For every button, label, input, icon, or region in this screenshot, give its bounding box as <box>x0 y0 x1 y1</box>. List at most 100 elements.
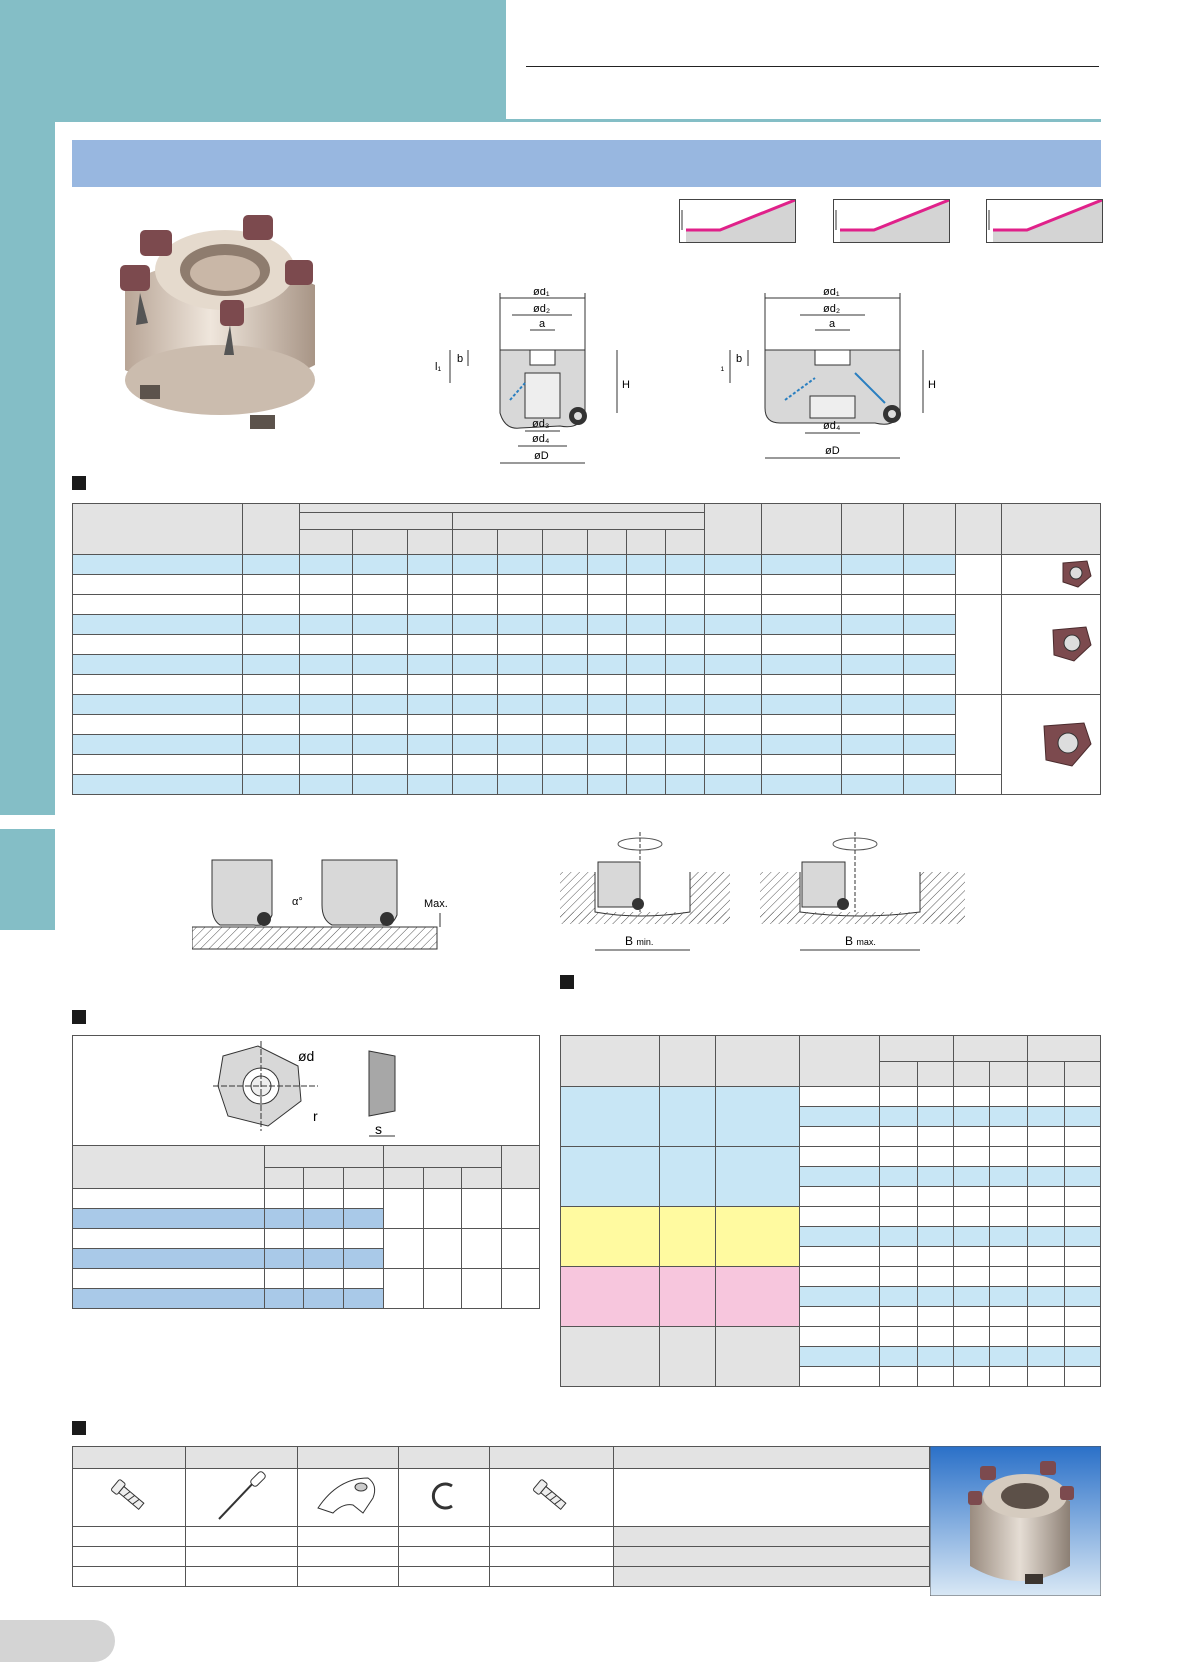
label-d2: ød₂ <box>823 303 840 315</box>
header-cell <box>422 1166 463 1189</box>
table-row <box>560 1086 1102 1147</box>
header-cell <box>184 1446 298 1469</box>
header-cell <box>303 1166 345 1189</box>
screw-icon <box>533 1479 567 1511</box>
label-l1: l₁ <box>720 361 724 373</box>
cut-profile-icon <box>833 199 950 243</box>
header-cell <box>612 1446 930 1469</box>
table-row <box>72 554 1102 595</box>
label-d1: ød₁ <box>823 288 840 298</box>
insert-icon <box>1043 722 1092 767</box>
header-cell <box>704 503 763 555</box>
header-cell <box>658 1035 716 1087</box>
cut-profile-icon <box>986 199 1103 243</box>
table-row <box>72 1468 930 1527</box>
header-cell <box>72 1145 265 1189</box>
header-cell <box>1000 503 1102 555</box>
insert-icon <box>1052 626 1092 662</box>
header-cell <box>397 1446 490 1469</box>
insert-drawing-box: ød r s <box>72 1035 540 1146</box>
table-row <box>72 714 1101 735</box>
header-cell <box>406 529 453 555</box>
header-cell <box>501 1145 540 1189</box>
table-row <box>72 674 1101 695</box>
header-cell <box>298 529 353 555</box>
label-insert-r: r <box>313 1108 318 1124</box>
table-row <box>72 574 1101 595</box>
label-alpha: α° <box>292 896 303 908</box>
dimension-diagram-large: ød₁ ød₂ a ød₄ øD H l₁ b <box>720 288 936 459</box>
header-cell <box>382 1166 424 1189</box>
header-cell <box>903 503 956 555</box>
header-cell <box>714 1035 801 1087</box>
header-cell <box>878 1035 955 1062</box>
table-row <box>560 1266 1102 1327</box>
label-d3: ød₃ <box>532 418 549 430</box>
header-cell <box>954 503 1002 555</box>
header-cell <box>298 512 453 530</box>
table-row <box>72 694 1102 795</box>
table-row <box>72 594 1102 695</box>
table-row <box>72 614 1101 635</box>
plunge-diagram-max: B max. <box>760 832 965 951</box>
label-D: øD <box>825 445 840 457</box>
label-bmin: B min. <box>625 934 653 948</box>
table-row <box>72 754 1101 775</box>
label-H: H <box>928 379 936 391</box>
label-l1: l₁ <box>435 361 441 373</box>
table-row <box>560 1146 1102 1207</box>
screw-icon <box>110 1479 145 1511</box>
header-cell <box>72 503 243 555</box>
dimension-diagram-small: ød₁ ød₂ a ød₃ ød₄ øD H l₁ b <box>435 288 630 464</box>
table-row <box>72 774 1101 795</box>
label-insert-d: ød <box>298 1048 314 1064</box>
wrench-icon <box>218 1471 267 1520</box>
table-row <box>72 634 1101 655</box>
header-cell <box>461 1166 503 1189</box>
page-number-tab <box>0 1620 115 1662</box>
label-a: a <box>829 318 836 330</box>
cutting-conditions-table <box>560 1035 1102 1387</box>
label-D: øD <box>534 450 549 462</box>
section-marker <box>72 476 86 490</box>
header-block <box>0 0 506 122</box>
section-marker <box>72 1010 86 1024</box>
plunge-diagram-min: B min. <box>560 832 730 951</box>
label-a: a <box>539 318 546 330</box>
left-band <box>0 0 55 930</box>
header-cell <box>296 1446 399 1469</box>
label-d4: ød₄ <box>532 433 550 445</box>
header-cell <box>916 1060 955 1087</box>
header-cell <box>560 1035 660 1087</box>
cut-profile-icon <box>679 199 796 243</box>
insert-table <box>72 1145 540 1309</box>
table-row <box>560 1326 1102 1387</box>
table-row <box>72 1566 930 1587</box>
header-cell <box>451 512 706 530</box>
label-H: H <box>622 379 630 391</box>
table-row <box>72 734 1101 755</box>
table-row <box>560 1206 1102 1267</box>
header-cell <box>241 503 300 555</box>
section-marker <box>560 975 574 989</box>
cutter-product-photo <box>930 1446 1101 1596</box>
left-tab-separator <box>0 815 55 829</box>
header-cell <box>799 1035 880 1087</box>
label-max: Max. <box>424 898 448 910</box>
section-marker <box>72 1421 86 1435</box>
spare-parts-table <box>72 1446 930 1587</box>
header-cell <box>841 503 905 555</box>
table-row <box>72 1268 540 1309</box>
clamp-icon <box>316 1477 375 1514</box>
insert-icon <box>1062 560 1092 588</box>
header-cell <box>665 529 706 555</box>
header-cell <box>542 529 589 555</box>
label-d2: ød₂ <box>533 303 550 315</box>
label-b: b <box>736 353 742 365</box>
label-bmax: B max. <box>845 934 876 948</box>
header-cell <box>953 1060 991 1087</box>
header-cell <box>878 1060 918 1087</box>
header-cell <box>343 1166 384 1189</box>
table-row <box>72 1188 540 1229</box>
table-row <box>72 1546 930 1567</box>
